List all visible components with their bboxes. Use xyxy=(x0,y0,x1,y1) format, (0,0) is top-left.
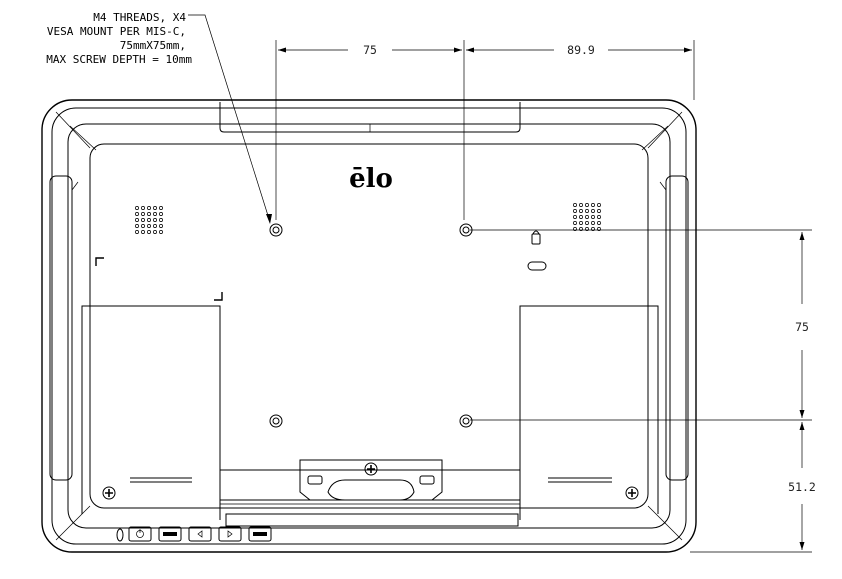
left-arrow-button[interactable] xyxy=(188,526,212,542)
corner-mark-top-left xyxy=(95,257,104,266)
elo-logo: ēlo xyxy=(349,164,393,194)
callout-arrowhead xyxy=(266,214,272,224)
kensington-lock xyxy=(527,230,547,271)
power-button[interactable] xyxy=(128,526,152,542)
callout-line-2: VESA MOUNT PER MIS-C, xyxy=(47,25,186,38)
dim-top-right-offset: 89.9 xyxy=(567,43,595,57)
left-lower-panel xyxy=(81,305,221,520)
right-arrow-button[interactable] xyxy=(218,526,242,542)
power-led xyxy=(116,528,124,542)
vesa-hole-top-right xyxy=(459,223,473,237)
right-lower-panel xyxy=(519,305,659,520)
lock-slot xyxy=(527,261,547,271)
callout-line-3: 75mmX75mm, xyxy=(120,39,186,52)
right-speaker-grille xyxy=(573,203,601,231)
left-speaker-grille xyxy=(135,206,163,234)
osd-button-bar xyxy=(116,526,272,542)
right-bottom-screw xyxy=(625,486,639,500)
select-button[interactable] xyxy=(158,526,182,542)
dim-right-vesa-spacing: 75 xyxy=(795,320,809,334)
callout-leader-line xyxy=(188,14,271,223)
vesa-hole-top-left xyxy=(269,223,283,237)
dim-top-vesa-spacing: 75 xyxy=(363,43,377,57)
right-dimension: 75 51.2 xyxy=(470,229,816,553)
callout-line-4: MAX SCREW DEPTH = 10mm xyxy=(46,53,192,66)
left-side-grip xyxy=(49,175,73,481)
stand-mount-plate xyxy=(220,459,520,527)
housing-inner-panel xyxy=(89,143,649,509)
left-bottom-screw xyxy=(102,486,116,500)
corner-mark-bottom-right xyxy=(214,292,223,301)
monitor-back-housing xyxy=(41,99,697,553)
callout-line-1: M4 THREADS, X4 xyxy=(93,11,186,24)
top-dimension: 75 89.9 xyxy=(275,40,695,220)
vesa-hole-bottom-right xyxy=(459,414,473,428)
vesa-hole-bottom-left xyxy=(269,414,283,428)
right-side-grip xyxy=(665,175,689,481)
stand-screw xyxy=(364,462,378,476)
housing-outer-edge xyxy=(41,99,697,553)
thread-callout: M4 THREADS, X4 VESA MOUNT PER MIS-C, 75m… xyxy=(46,11,272,224)
dim-right-bottom-offset: 51.2 xyxy=(788,480,816,494)
menu-button[interactable] xyxy=(248,526,272,542)
